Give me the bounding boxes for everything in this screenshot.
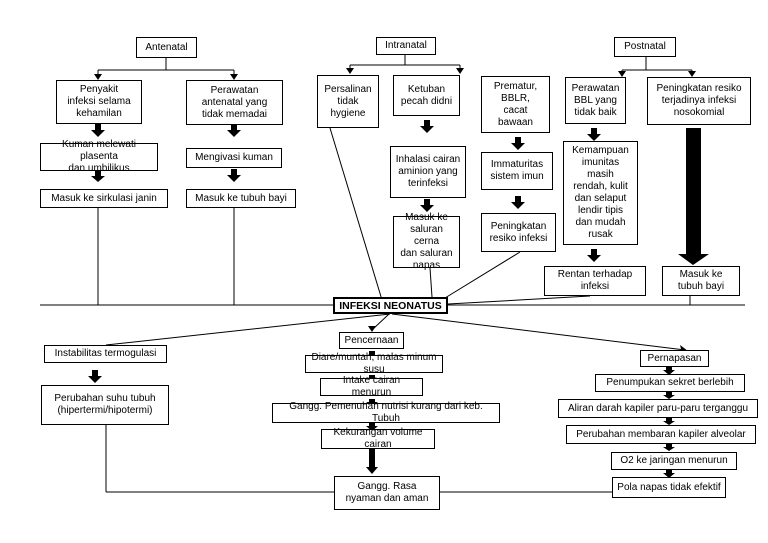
node-penumpukan-sekret: Penumpukan sekret berlebih	[595, 374, 745, 392]
node-perubahan-membaran: Perubahan membaran kapiler alveolar	[566, 425, 756, 444]
node-infeksi-neonatus: INFEKSI NEONATUS	[333, 297, 448, 314]
node-tubuh-bayi-2: Masuk ke tubuh bayi	[662, 266, 740, 296]
node-postnatal: Postnatal	[614, 37, 676, 57]
node-aliran-darah: Aliran darah kapiler paru-paru terganggu	[558, 399, 758, 418]
node-kemampuan-imunitas: Kemampuan imunitas masih rendah, kulit d…	[563, 141, 638, 245]
node-pola-napas: Pola napas tidak efektif	[612, 477, 726, 498]
node-antenatal: Antenatal	[136, 37, 197, 58]
node-immaturitas: Immaturitas sistem imun	[481, 152, 553, 190]
node-mengivasi-kuman: Mengivasi kuman	[186, 148, 282, 168]
node-peningkatan-resiko: Peningkatan resiko infeksi	[481, 213, 556, 252]
node-penyakit-infeksi: Penyakit infeksi selama kehamilan	[56, 80, 142, 124]
node-perawatan-bbl: Perawatan BBL yang tidak baik	[565, 77, 626, 124]
node-intranatal: Intranatal	[376, 37, 436, 55]
node-gangg-nutrisi: Gangg. Pemenuhan nutrisi kurang dari keb…	[272, 401, 500, 424]
node-tubuh-bayi-1: Masuk ke tubuh bayi	[186, 189, 296, 208]
node-peningkatan-nosokomial: Peningkatan resiko terjadinya infeksi no…	[647, 77, 751, 125]
node-diare: Diare/muntah, malas minum susu	[305, 352, 443, 375]
node-sirkulasi-janin: Masuk ke sirkulasi janin	[40, 189, 168, 208]
node-inhalasi: Inhalasi cairan aminion yang terinfeksi	[390, 146, 466, 198]
node-pernapasan: Pernapasan	[640, 350, 709, 367]
node-prematur: Prematur, BBLR, cacat bawaan	[481, 76, 550, 133]
node-instabilitas-termogulasi: Instabilitas termogulasi	[44, 345, 167, 363]
node-persalinan: Persalinan tidak hygiene	[317, 75, 379, 128]
node-pencernaan: Pencernaan	[339, 332, 404, 349]
node-kuman-plasenta: Kuman melewati plasenta dan umbilikus	[40, 139, 158, 174]
node-intake-cairan: Intake cairan menurun	[320, 375, 423, 398]
node-kekurangan-volume: Kekurangan volume cairan	[321, 427, 435, 450]
node-o2-jaringan: O2 ke jaringan menurun	[611, 452, 737, 470]
node-ketuban: Ketuban pecah didni	[393, 75, 460, 116]
node-perubahan-suhu: Perubahan suhu tubuh (hipertermi/hipoter…	[41, 385, 169, 425]
node-perawatan-antenatal: Perawatan antenatal yang tidak memadai	[186, 80, 283, 125]
node-gangg-rasa-nyaman: Gangg. Rasa nyaman dan aman	[334, 476, 440, 510]
node-saluran: Masuk ke saluran cerna dan saluran napas	[393, 212, 460, 271]
node-rentan-infeksi: Rentan terhadap infeksi	[544, 266, 646, 296]
